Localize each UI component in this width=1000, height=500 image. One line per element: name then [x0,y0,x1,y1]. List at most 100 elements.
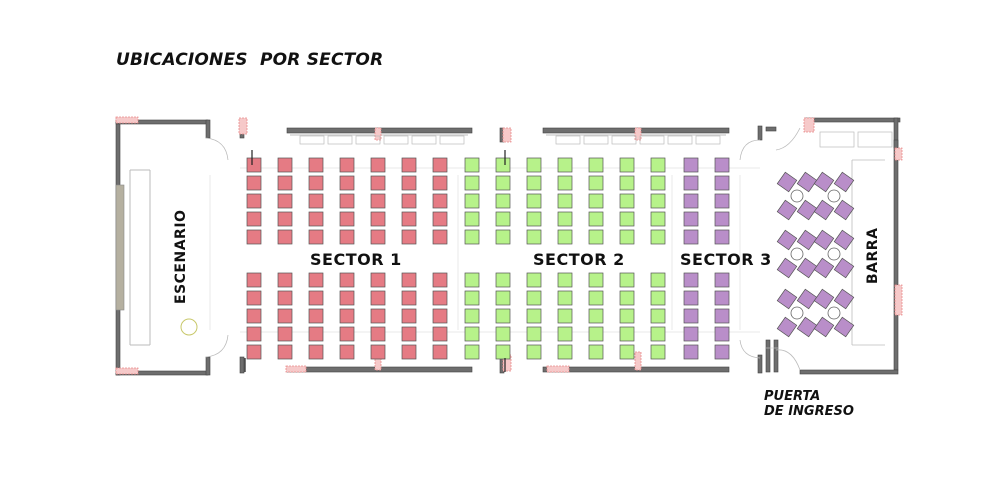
seat-s1 [370,272,386,288]
bar-chair [833,229,855,251]
seat-s2 [526,308,542,324]
stage-circle [180,318,198,336]
seat-s2 [495,326,511,342]
wall-column [238,117,248,135]
seat-s1 [339,211,355,227]
seat-s2 [650,229,666,245]
bench [639,135,665,145]
seat-s1 [277,344,293,360]
seat-s2 [619,344,635,360]
seat-s1 [246,290,262,306]
seat-s1 [401,193,417,209]
bar-chair [813,229,835,251]
stage-front [115,184,125,311]
bar-chair [796,229,818,251]
seat-s2 [588,211,604,227]
seat-s1 [246,308,262,324]
seat-s2 [588,290,604,306]
seat-s2 [588,229,604,245]
seat-s1 [432,290,448,306]
seat-s1 [246,272,262,288]
seat-s1 [432,326,448,342]
seat-s1 [246,344,262,360]
seat-s1 [370,175,386,191]
bar-chair [833,199,855,221]
seat-s2 [495,193,511,209]
seat-s2 [495,229,511,245]
seat-s3 [714,326,730,342]
bar-table [827,306,841,320]
bar-chair [796,257,818,279]
seat-s2 [557,326,573,342]
seat-s3 [683,308,699,324]
seat-s2 [526,157,542,173]
seat-s2 [650,272,666,288]
seat-s2 [526,272,542,288]
seat-s2 [650,193,666,209]
wall-column [115,116,139,124]
seat-s1 [339,290,355,306]
seat-s1 [432,229,448,245]
seat-s1 [277,193,293,209]
seat-s1 [246,326,262,342]
seat-s2 [650,290,666,306]
seat-s3 [683,229,699,245]
seat-s1 [432,308,448,324]
bench [555,135,581,145]
seat-s3 [683,326,699,342]
seat-s1 [339,308,355,324]
seat-s1 [401,344,417,360]
seat-s1 [432,157,448,173]
door-label-line1: PUERTA [764,389,821,404]
seat-s2 [557,211,573,227]
bar-chair [813,257,835,279]
seat-s1 [308,211,324,227]
seat-s1 [339,229,355,245]
bench [383,135,409,145]
seat-s1 [246,193,262,209]
seat-s1 [370,193,386,209]
seat-s1 [370,290,386,306]
wall-segment [804,117,901,123]
seat-s1 [370,157,386,173]
seat-s2 [526,193,542,209]
seat-s2 [557,229,573,245]
bar-chair [833,171,855,193]
seat-s3 [714,344,730,360]
seat-s3 [714,272,730,288]
seat-s2 [495,308,511,324]
seat-s2 [619,272,635,288]
bench [411,135,437,145]
seat-s1 [246,175,262,191]
seat-s3 [714,193,730,209]
bar-chair [813,288,835,310]
seat-s1 [432,193,448,209]
seat-s2 [557,157,573,173]
seat-s2 [588,157,604,173]
seat-s2 [619,326,635,342]
bar-label: BARRA [865,227,881,284]
seat-s3 [683,272,699,288]
bar-chair [796,199,818,221]
seat-s2 [650,157,666,173]
door-swing [775,349,801,371]
seat-s3 [714,175,730,191]
seat-s2 [588,344,604,360]
seat-s2 [464,175,480,191]
seat-s3 [683,290,699,306]
wall-column [634,351,642,371]
seat-s1 [277,308,293,324]
seat-s2 [495,157,511,173]
seat-s2 [557,272,573,288]
seat-s1 [277,211,293,227]
seat-s1 [339,175,355,191]
seat-s2 [495,211,511,227]
seat-s2 [464,211,480,227]
seat-s1 [308,193,324,209]
sector-3-label: SECTOR 3 [680,250,772,269]
bar-chair [796,316,818,338]
seat-s2 [619,157,635,173]
seat-s1 [401,229,417,245]
seat-s1 [246,157,262,173]
